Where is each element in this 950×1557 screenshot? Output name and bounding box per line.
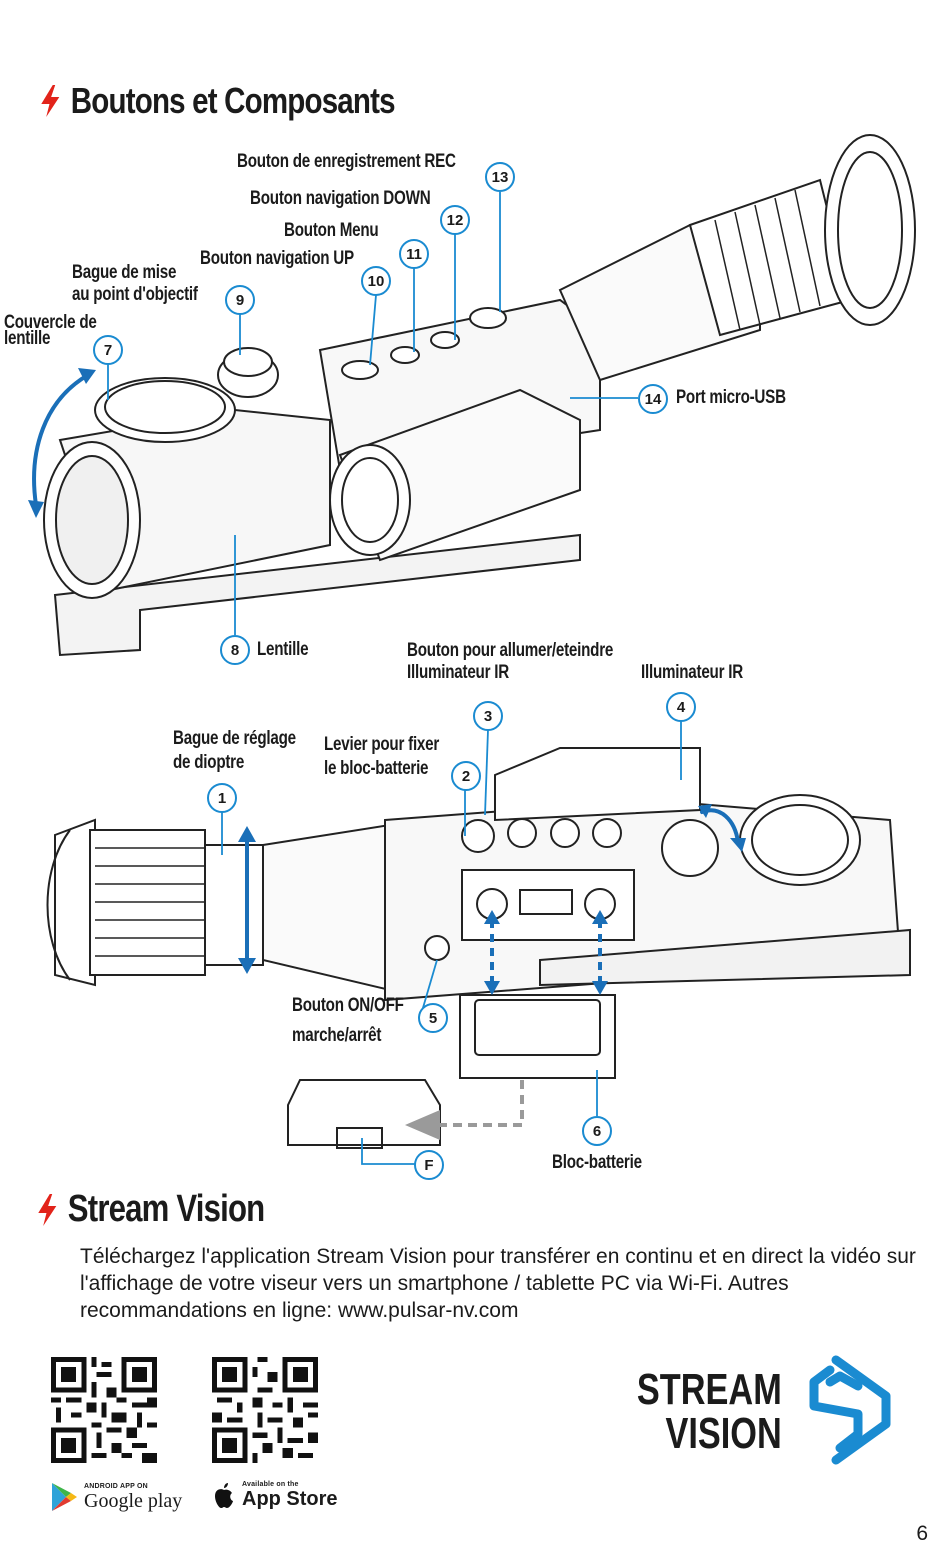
label-battery-lever-2: le bloc-batterie [324, 758, 429, 779]
label-focus-ring-2: au point d'objectif [72, 284, 198, 305]
google-play-small-text: ANDROID APP ON [84, 1483, 148, 1490]
label-diopter-1: Bague de réglage [173, 728, 296, 749]
badge-5: 5 [418, 1003, 448, 1033]
label-battery-pack: Bloc-batterie [552, 1152, 642, 1173]
label-lens: Lentille [257, 639, 309, 660]
lightning-bolt-icon [38, 1193, 57, 1226]
badge-10: 10 [361, 266, 391, 296]
badge-1: 1 [207, 783, 237, 813]
logo-line-1: STREAM [637, 1365, 782, 1414]
scope-diagram [28, 134, 916, 1165]
label-up-button: Bouton navigation UP [200, 248, 354, 269]
badge-13: 13 [485, 162, 515, 192]
badge-14: 14 [638, 384, 668, 414]
badge-11: 11 [399, 239, 429, 269]
app-store-text: App Store [242, 1488, 338, 1510]
stream-vision-logo-icon [809, 1355, 891, 1465]
label-rec-button: Bouton de enregistrement REC [237, 151, 456, 172]
badge-9: 9 [225, 285, 255, 315]
stream-vision-logo-text: STREAM VISION [637, 1368, 782, 1456]
logo-line-2: VISION [665, 1409, 782, 1458]
section-title: Boutons et Composants [70, 80, 396, 121]
badge-4: 4 [666, 692, 696, 722]
label-battery-lever-1: Levier pour fixer [324, 734, 440, 755]
qr-code-icon[interactable] [212, 1357, 318, 1463]
badge-12: 12 [440, 205, 470, 235]
label-down-button: Bouton navigation DOWN [250, 188, 431, 209]
label-lens-cover-1: Couvercle de [4, 312, 97, 333]
qr-code-icon[interactable] [51, 1357, 157, 1463]
stream-vision-description: Téléchargez l'application Stream Vision … [80, 1245, 916, 1322]
section-heading-components: Boutons et Composants [38, 80, 396, 122]
label-onoff-1: Bouton ON/OFF [292, 995, 404, 1016]
label-menu-button: Bouton Menu [284, 220, 379, 241]
app-store-badge[interactable]: Available on the App Store [212, 1481, 338, 1509]
google-play-badge[interactable]: ANDROID APP ON Google play [50, 1481, 182, 1513]
google-play-icon [52, 1483, 77, 1511]
lightning-bolt-icon [41, 85, 60, 117]
label-micro-usb: Port micro-USB [676, 387, 786, 408]
app-store-small-text: Available on the [242, 1481, 299, 1488]
label-lens-cover-2: lentille [4, 328, 51, 349]
apple-icon [215, 1483, 233, 1508]
badge-7: 7 [93, 335, 123, 365]
label-focus-ring-1: Bague de mise [72, 262, 177, 283]
page-number: 6 [916, 1522, 928, 1545]
label-ir-button-1: Bouton pour allumer/eteindre [407, 640, 614, 661]
label-diopter-2: de dioptre [173, 752, 245, 773]
badge-3: 3 [473, 701, 503, 731]
section-heading-stream-vision: Stream Vision [35, 1188, 265, 1231]
badge-2: 2 [451, 761, 481, 791]
label-ir-button-2: Illuminateur IR [407, 662, 509, 683]
section-title: Stream Vision [67, 1188, 265, 1230]
badge-8: 8 [220, 635, 250, 665]
google-play-text: Google play [84, 1490, 183, 1512]
badge-f: F [414, 1150, 444, 1180]
badge-6: 6 [582, 1116, 612, 1146]
label-onoff-2: marche/arrêt [292, 1025, 382, 1046]
label-ir-illuminator: Illuminateur IR [641, 662, 743, 683]
